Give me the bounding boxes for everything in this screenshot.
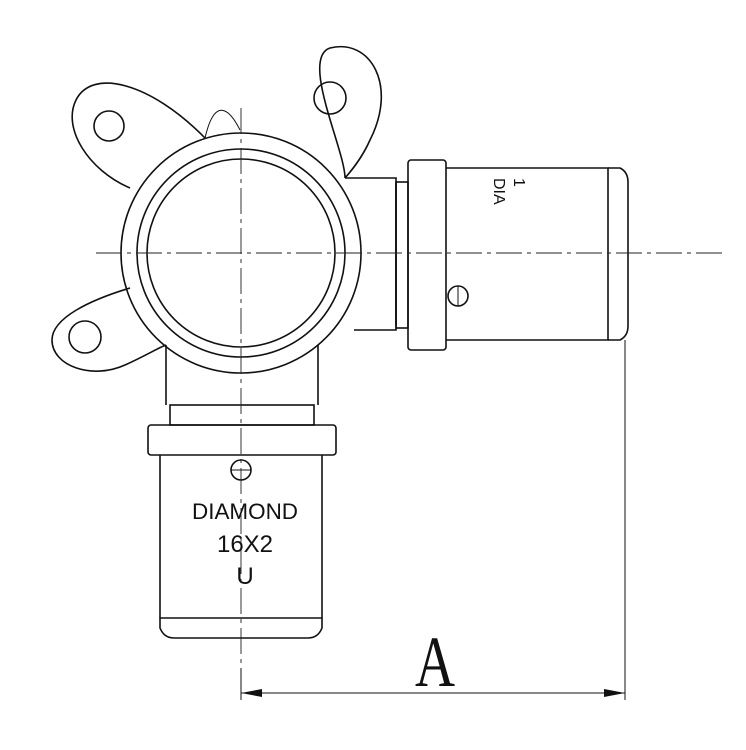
bottom-neck-ring <box>169 404 315 426</box>
mounting-hole-top-right <box>313 81 347 115</box>
bottom-sleeve-size-marking: 16X2 <box>217 531 273 558</box>
mounting-hole-top-left <box>93 110 125 142</box>
right-outlet-neck <box>345 177 397 331</box>
bottom-sleeve-collar <box>147 424 337 456</box>
bottom-outlet-neck <box>165 345 319 405</box>
dimension-arrow-left <box>241 689 262 697</box>
mounting-hole-bottom-left <box>68 320 102 354</box>
dimension-arrow-right <box>604 689 625 697</box>
bottom-sleeve-end <box>159 617 323 639</box>
mounting-flange <box>51 45 383 372</box>
dimension-label: A <box>415 622 455 702</box>
bottom-sleeve-body <box>159 455 323 618</box>
right-sleeve-brand-marking: DIA <box>490 178 507 205</box>
bottom-sleeve-profile-marking: U <box>236 563 253 590</box>
bottom-sleeve-brand-marking: DIAMOND <box>192 499 298 524</box>
mounting-flange-inner-edge <box>204 109 241 139</box>
right-sleeve-body <box>446 167 609 341</box>
right-sleeve-end <box>608 167 629 341</box>
right-sleeve-size-marking: 1 <box>510 178 527 187</box>
right-sleeve-collar <box>407 159 447 351</box>
right-neck-ring <box>395 181 409 329</box>
